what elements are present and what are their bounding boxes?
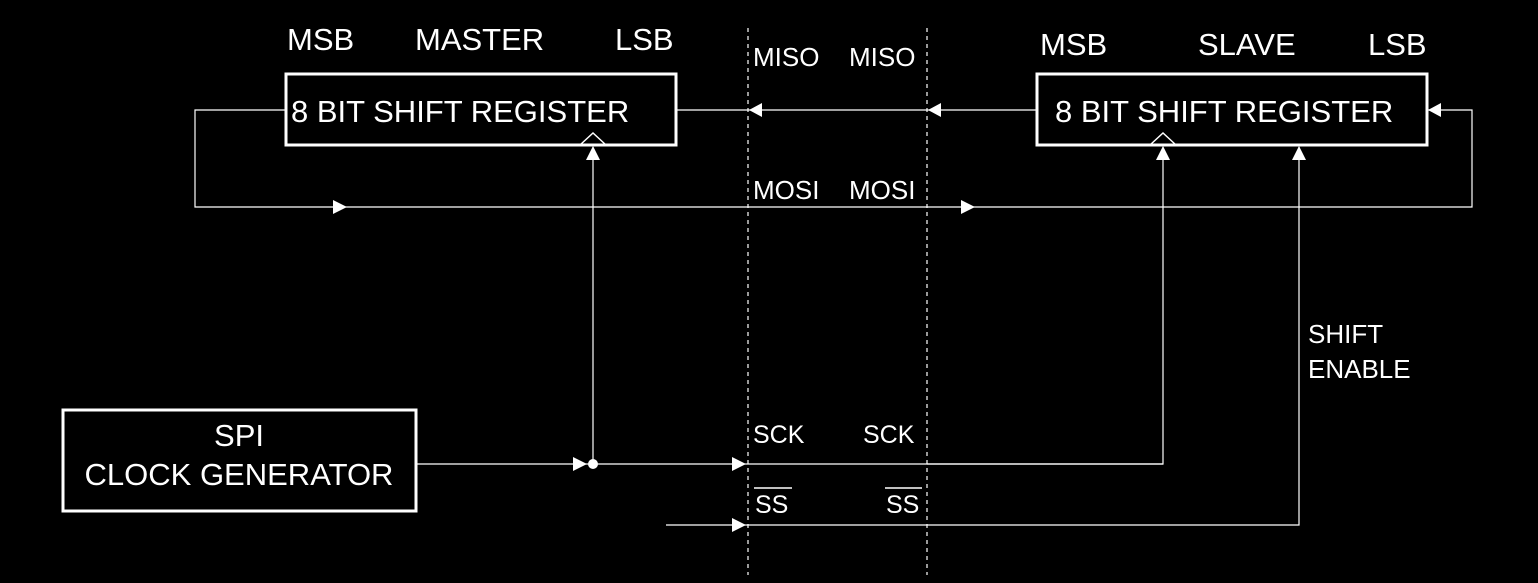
ss-label-master: SS [755, 491, 788, 519]
master-lsb-label: LSB [615, 22, 674, 57]
spi-clock-generator-block [61, 408, 418, 513]
mosi-label-slave: MOSI [849, 175, 915, 205]
master-clock-input-marker [579, 131, 607, 146]
clock-generator-line2: CLOCK GENERATOR [85, 457, 394, 492]
miso-label-master: MISO [753, 42, 819, 72]
ss-line [666, 147, 1300, 526]
clock-generator-line1: SPI [214, 418, 264, 453]
slave-lsb-label: LSB [1368, 27, 1427, 62]
master-register-label: 8 BIT SHIFT REGISTER [291, 94, 629, 129]
miso-arrow-slave-side [928, 103, 941, 117]
sck-to-master-arrow [586, 146, 600, 160]
slave-lsb-input-arrow [1428, 103, 1441, 117]
ss-arrow-boundary [732, 518, 746, 532]
miso-label-slave: MISO [849, 42, 915, 72]
slave-register-label: 8 BIT SHIFT REGISTER [1055, 94, 1393, 129]
slave-msb-label: MSB [1040, 27, 1107, 62]
miso-arrow-master-side [749, 103, 762, 117]
slave-title: SLAVE [1198, 27, 1296, 62]
shift-enable-line1: SHIFT [1308, 319, 1383, 349]
slave-clock-input-marker [1149, 131, 1177, 146]
master-msb-label: MSB [287, 22, 354, 57]
mosi-arrow-master-side [333, 200, 347, 214]
sck-label-slave: SCK [863, 421, 915, 449]
shift-enable-arrow [1292, 146, 1306, 160]
mosi-arrow-slave-side [961, 200, 975, 214]
mosi-line [194, 109, 1473, 208]
master-title: MASTER [415, 22, 544, 57]
sck-arrow-generator [573, 457, 587, 471]
sck-label-master: SCK [753, 421, 805, 449]
ss-label-slave: SS [886, 491, 919, 519]
shift-enable-line2: ENABLE [1308, 354, 1411, 384]
sck-arrow-boundary [732, 457, 746, 471]
mosi-label-master: MOSI [753, 175, 819, 205]
sck-to-slave-line [927, 147, 1164, 465]
sck-to-slave-arrow [1156, 146, 1170, 160]
